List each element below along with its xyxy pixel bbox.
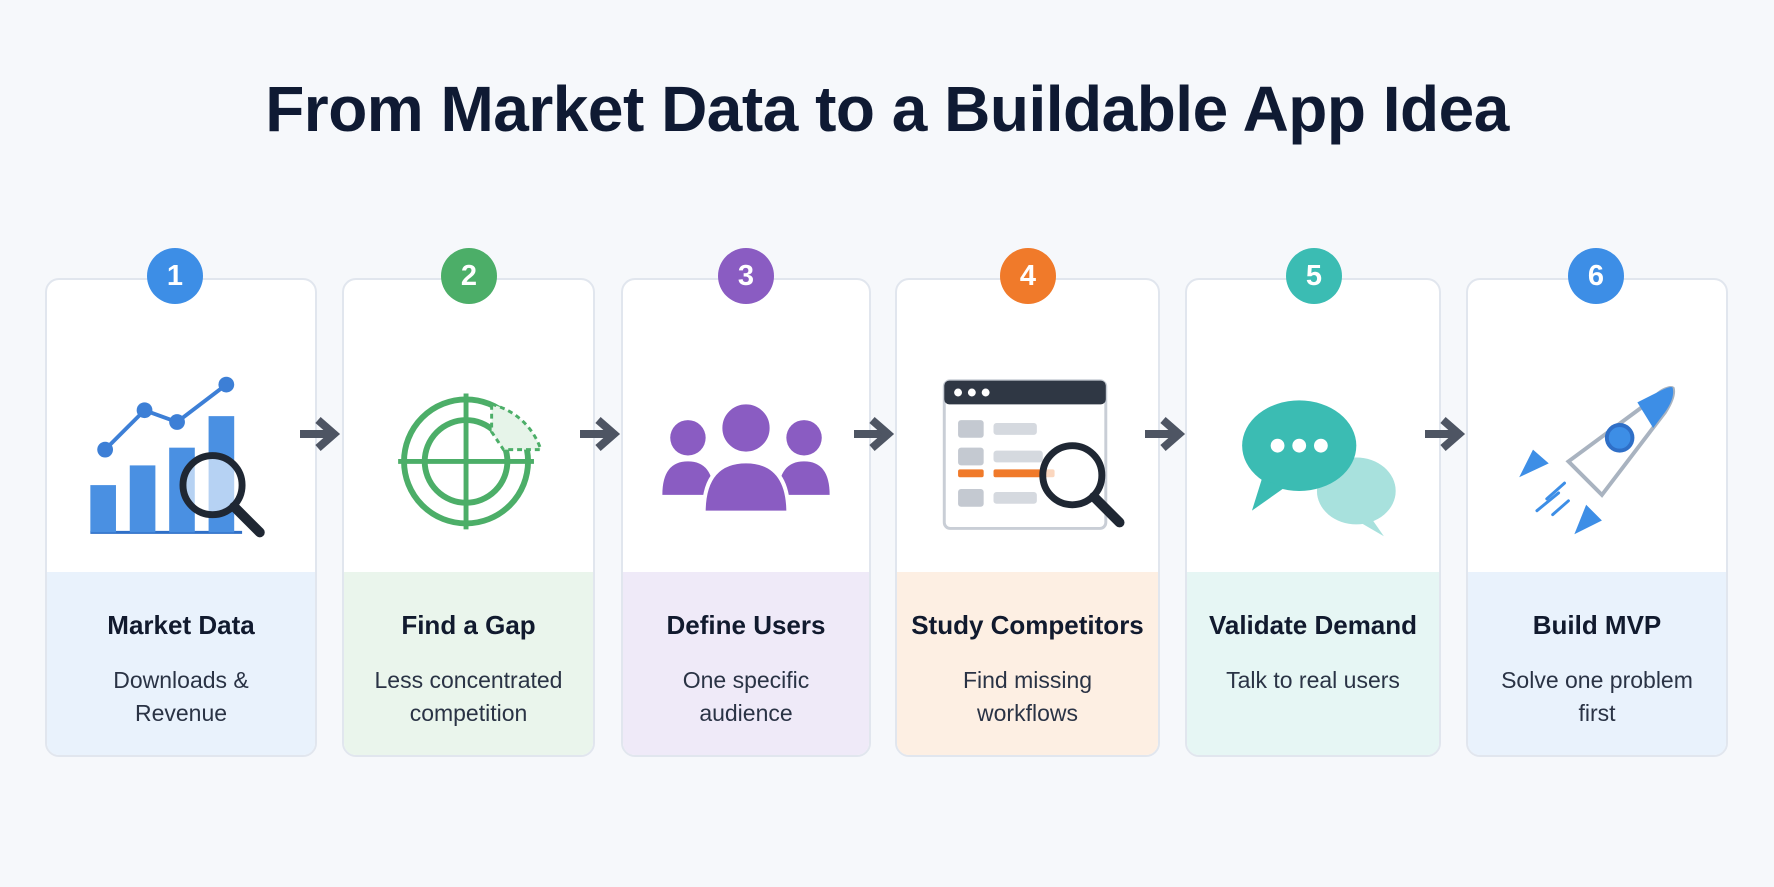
step-5-card-body: Validate Demand Talk to real users [1187,572,1439,755]
arrow-right-icon [580,416,621,452]
step-description: One specific audience [682,667,810,726]
step-6-card-body: Build MVP Solve one problem first [1468,572,1726,755]
step-description: Downloads & Revenue [113,667,249,726]
step-1-card: Market Data Downloads & Revenue [45,278,317,757]
step-5-card: Validate Demand Talk to real users [1185,278,1441,757]
step-title: Validate Demand [1208,610,1418,640]
browser-window-magnifier-icon [942,379,1125,530]
step-2-card: Find a Gap Less concentrated competition [342,278,595,757]
step-1-badge: 1 [147,248,203,304]
step-2-badge: 2 [441,248,497,304]
step-4-badge: 4 [1000,248,1056,304]
user-group-icon [662,400,830,515]
step-title: Build MVP [1532,610,1662,640]
step-title: Define Users [666,610,826,640]
step-5-badge: 5 [1286,248,1342,304]
step-6-card: Build MVP Solve one problem first [1466,278,1728,757]
step-title: Market Data [107,610,255,640]
step-description: Solve one problem first [1501,667,1693,726]
step-1-card-body: Market Data Downloads & Revenue [47,572,315,755]
page-title: From Market Data to a Buildable App Idea [265,73,1509,145]
step-2-card-body: Find a Gap Less concentrated competition [344,572,593,755]
step-3-badge: 3 [718,248,774,304]
chat-bubbles-icon [1242,400,1396,537]
arrow-right-icon [854,416,895,452]
bar-chart-magnifier-icon [90,376,265,538]
step-4-card-body: Study Competitors Find missing workflows [897,572,1158,755]
step-title: Find a Gap [401,610,536,640]
step-description: Less concentrated competition [374,667,563,726]
step-description: Find missing workflows [962,667,1093,726]
arrow-right-icon [1145,416,1186,452]
target-crosshair-icon [398,393,543,530]
step-6-badge: 6 [1568,248,1624,304]
step-4-card: Study Competitors Find missing workflows [895,278,1160,757]
rocket-icon [1519,385,1676,535]
step-3-card: Define Users One specific audience [621,278,871,757]
step-description: Talk to real users [1226,667,1400,693]
step-3-card-body: Define Users One specific audience [623,572,869,755]
arrow-right-icon [300,416,341,452]
step-title: Study Competitors [911,610,1144,640]
arrow-right-icon [1425,416,1466,452]
